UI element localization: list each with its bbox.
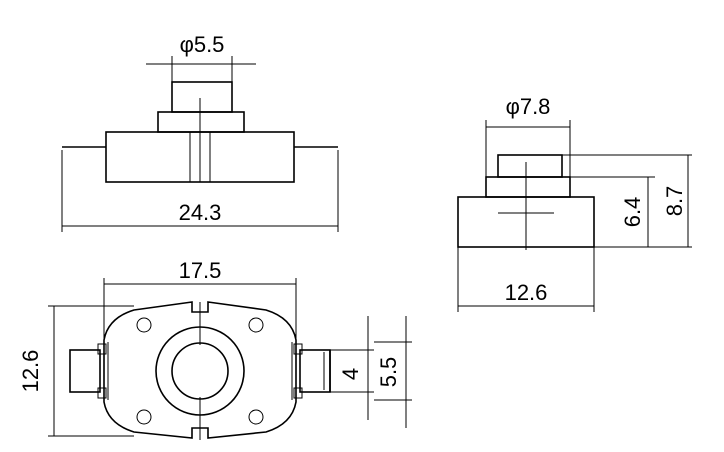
label-body-length: 24.3 (179, 200, 222, 225)
top-view: φ5.5 24.3 (61, 32, 339, 232)
dimension-cap-diameter: φ7.8 (485, 94, 571, 177)
label-plan-height: 12.6 (18, 350, 43, 393)
dimension-terminal-inner: 4 (330, 316, 374, 420)
label-mount-span: 17.5 (179, 258, 222, 283)
dimension-total-height: 8.7 (562, 154, 692, 247)
dimension-body-length: 24.3 (61, 150, 339, 232)
dimension-terminal-outer: 5.5 (374, 316, 412, 428)
dimension-side-width: 12.6 (457, 247, 595, 312)
dimension-shaft-diameter: φ5.5 (146, 32, 256, 82)
label-shaft-diameter: φ5.5 (180, 32, 225, 57)
plan-view: 17.5 12.6 4 5.5 (18, 258, 412, 440)
label-side-width: 12.6 (505, 280, 548, 305)
dimension-plan-height: 12.6 (18, 305, 134, 437)
label-terminal-outer: 5.5 (376, 357, 401, 388)
label-terminal-inner: 4 (338, 368, 363, 380)
label-total-height: 8.7 (662, 186, 687, 217)
side-view: φ7.8 12.6 6.4 8.7 (457, 94, 692, 312)
dimension-mount-span: 17.5 (103, 258, 297, 340)
label-base-height: 6.4 (620, 197, 645, 228)
label-cap-diameter: φ7.8 (506, 94, 551, 119)
dimension-base-height: 6.4 (570, 176, 692, 248)
